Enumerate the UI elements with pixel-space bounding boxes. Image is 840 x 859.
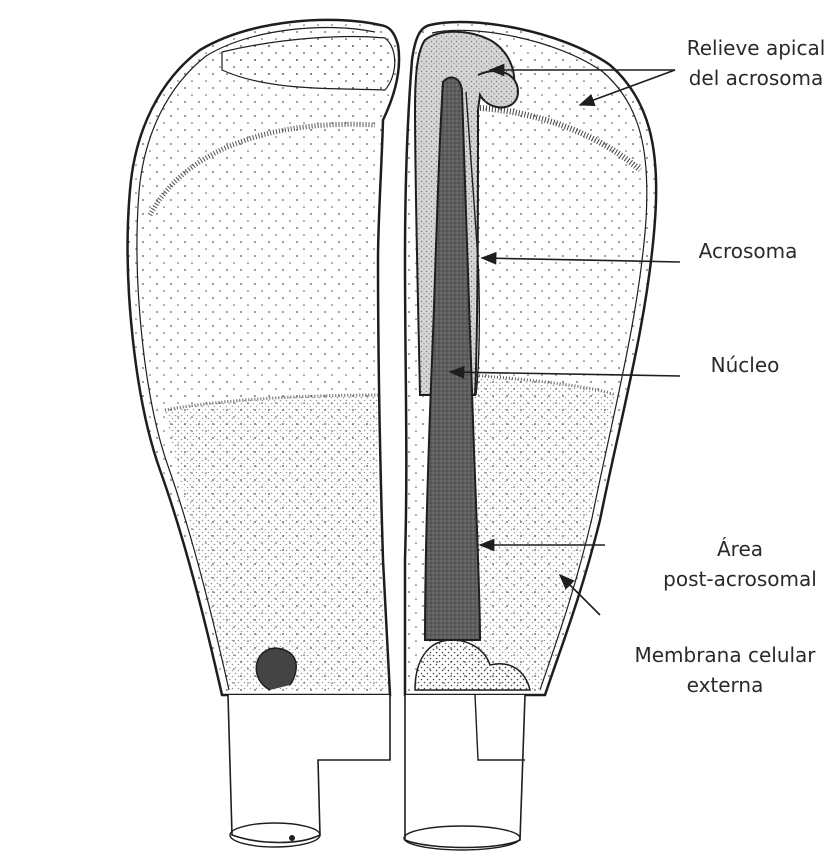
label-apical-ridge: Relieve apical del acrosoma xyxy=(676,33,836,93)
label-membrane-line1: Membrana celular xyxy=(615,640,835,670)
left-postacrosomal-region xyxy=(165,395,388,690)
label-membrane-line2: externa xyxy=(615,670,835,700)
label-acrosome: Acrosoma xyxy=(688,236,808,266)
label-nucleus: Núcleo xyxy=(695,350,795,380)
label-membrane: Membrana celular externa xyxy=(615,640,835,700)
label-postacrosomal-line2: post-acrosomal xyxy=(650,564,830,594)
label-apical-line2: del acrosoma xyxy=(676,63,836,93)
label-postacrosomal-line1: Área xyxy=(650,534,830,564)
right-tail xyxy=(405,695,525,848)
left-tail xyxy=(228,695,390,843)
left-neck-notch xyxy=(256,648,296,690)
label-postacrosomal: Área post-acrosomal xyxy=(650,534,830,594)
label-apical-line1: Relieve apical xyxy=(676,33,836,63)
